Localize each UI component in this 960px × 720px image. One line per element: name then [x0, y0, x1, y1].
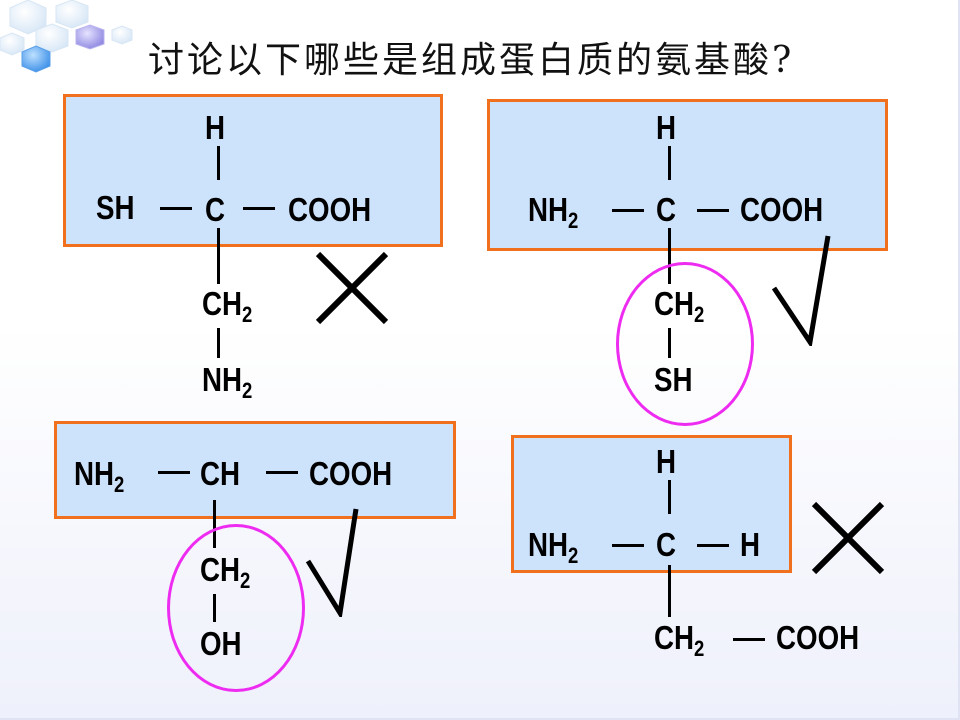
structure-2-bond-right: [697, 209, 729, 212]
structure-4-bond-down: [668, 565, 671, 617]
structure-2-nh2: NH2: [528, 191, 579, 233]
structure-1-bond-down-2: [217, 328, 220, 358]
check-mark-icon: [771, 235, 831, 346]
structure-3-nh2: NH2: [74, 455, 125, 497]
structure-4-bond-top: [668, 480, 671, 514]
structure-4-nh2: NH2: [528, 526, 579, 568]
structure-4-bond-left: [612, 544, 644, 547]
structure-3-bond-right: [266, 471, 298, 474]
structure-4-right-h: H: [740, 526, 761, 563]
structure-3-bond-left: [158, 471, 190, 474]
structure-1-bond-right: [243, 207, 275, 210]
check-mark-icon: [305, 508, 359, 617]
structure-4-cooh: COOH: [776, 619, 860, 656]
structure-2-top-h: H: [656, 109, 677, 146]
slide-title: 讨论以下哪些是组成蛋白质的氨基酸?: [148, 40, 795, 81]
structure-2-center-c: C: [656, 191, 677, 228]
slide-edge: [0, 718, 960, 720]
structure-3-bond-down: [213, 500, 216, 548]
structure-1-ch2: CH2: [202, 285, 253, 327]
structure-1-left-group: SH: [96, 189, 135, 226]
cross-mark-icon: [811, 501, 885, 575]
structure-3-side-chain-circle: [167, 524, 305, 692]
structure-1-bond-top: [217, 146, 220, 180]
structure-4-top-h: H: [656, 443, 677, 480]
structure-2-right-group: COOH: [740, 191, 824, 228]
structure-1-bond-left: [160, 207, 192, 210]
structure-4-ch2: CH2: [654, 619, 705, 661]
structure-4-center-c: C: [656, 526, 677, 563]
structure-2-bond-down: [668, 228, 671, 284]
structure-2-box: [487, 99, 888, 251]
structure-3-right-group: COOH: [309, 455, 393, 492]
slide-edge: [958, 0, 960, 720]
structure-2-bond-top: [668, 146, 671, 180]
structure-1-nh2: NH2: [202, 361, 253, 403]
structure-2-side-chain-circle: [616, 262, 754, 426]
structure-1-right-group: COOH: [288, 191, 372, 228]
structure-2-bond-left: [612, 209, 644, 212]
hexagon-cluster-icon: [0, 0, 133, 73]
structure-3-center-ch: CH: [200, 455, 241, 492]
cross-mark-icon: [315, 251, 389, 325]
structure-1-center-c: C: [205, 191, 226, 228]
structure-4-bond-side: [733, 638, 765, 641]
structure-4-box: [511, 435, 792, 573]
structure-3-box: [54, 421, 456, 519]
structure-1-box: [63, 94, 443, 247]
structure-4-bond-right: [697, 544, 729, 547]
structure-1-top-h: H: [205, 109, 226, 146]
structure-1-bond-down: [217, 228, 220, 284]
